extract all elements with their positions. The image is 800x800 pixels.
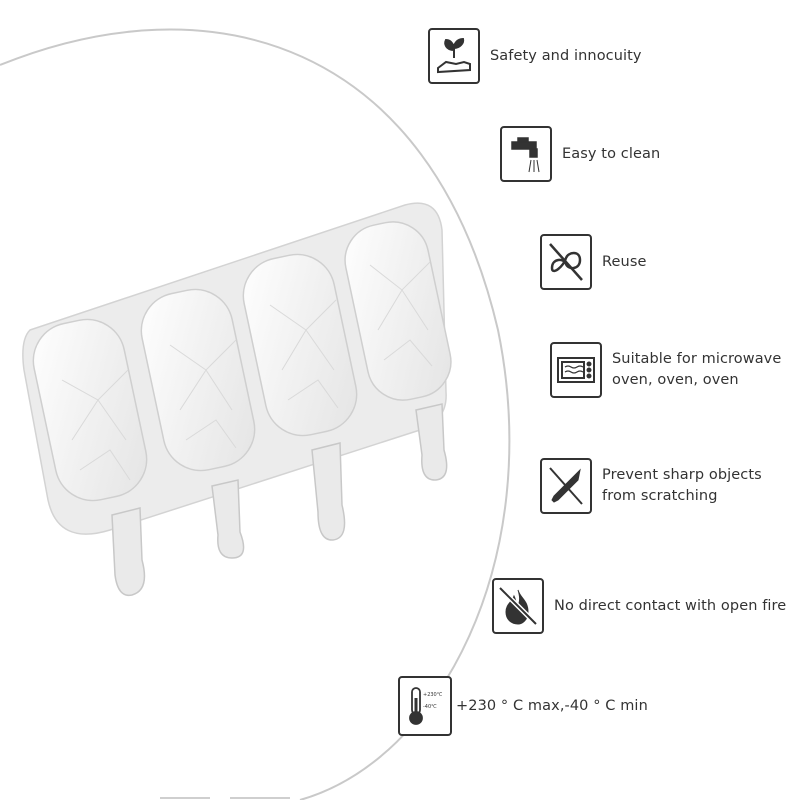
feature-label: +230 ° C max,-40 ° C min: [456, 697, 648, 714]
feature-label: No direct contact with open fire: [554, 597, 787, 614]
knife-crossed-icon: [540, 458, 592, 514]
feature-label: Safety and innocuity: [490, 47, 642, 64]
feature-label: Easy to clean: [562, 145, 661, 162]
thermometer-icon: +230℃ -40℃: [398, 676, 452, 736]
feature-label: Reuse: [602, 253, 647, 270]
feature-label: Suitable for microwave oven, oven, oven: [612, 351, 782, 388]
thermometer-max-mark: +230℃: [423, 692, 443, 698]
thermometer-min-mark: -40℃: [423, 704, 437, 710]
microwave-icon: [550, 342, 602, 398]
feature-microwave: Suitable for microwave oven, oven, oven: [550, 342, 781, 398]
infinity-crossed-icon: [540, 234, 592, 290]
popsicle-sticks: [111, 403, 448, 597]
feature-sharp-objects: Prevent sharp objects from scratching: [540, 458, 762, 514]
feature-temperature: +230℃ -40℃ +230 ° C max,-40 ° C min: [398, 676, 648, 736]
feature-reuse: Reuse: [540, 234, 647, 290]
feature-easy-clean: Easy to clean: [500, 126, 660, 182]
faucet-icon: [500, 126, 552, 182]
cavity-facets: [61, 261, 433, 481]
mold-cavities: [32, 221, 452, 502]
feature-no-fire: No direct contact with open fire: [492, 578, 786, 634]
fire-crossed-icon: [492, 578, 544, 634]
hand-sprout-icon: [428, 28, 480, 84]
feature-safety: Safety and innocuity: [428, 28, 642, 84]
feature-label: Prevent sharp objects from scratching: [602, 467, 762, 504]
